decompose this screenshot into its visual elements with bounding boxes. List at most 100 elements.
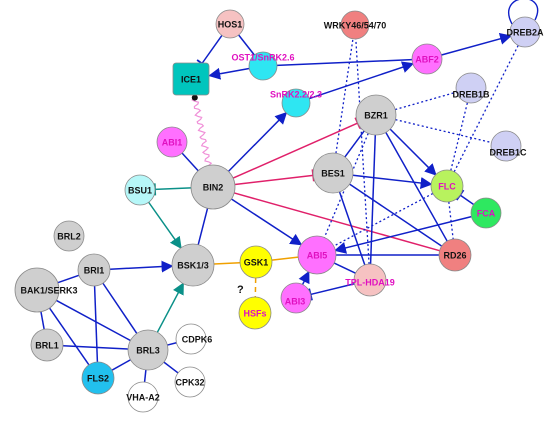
node-cpk32-label: CPK32 <box>175 378 204 388</box>
edge-fls2-to-brl3 <box>111 359 131 371</box>
node-bin2-shape <box>190 164 236 210</box>
node-bes1-shape <box>312 152 354 194</box>
node-cpk32: CPK32 <box>174 366 206 398</box>
edge-bes1-to-bzr1 <box>344 130 365 158</box>
node-bsk: BSK1/3 <box>171 243 215 287</box>
node-abf2-shape <box>411 43 443 75</box>
edge-abf2-to-dreb2a <box>441 32 512 56</box>
edge-bri1-to-fls2 <box>93 285 99 363</box>
node-brl3: BRL3 <box>127 329 169 371</box>
node-vha-label: VHA-A2 <box>126 393 160 403</box>
edge-bin2-to-rd26 <box>233 192 440 252</box>
edge-flc-to-dreb2a <box>453 45 519 173</box>
node-cdpk6-label: CDPK6 <box>182 335 213 345</box>
node-fls2: FLS2 <box>81 361 115 395</box>
node-fca-label: FCA <box>477 209 496 219</box>
node-abi1-label: ABI1 <box>162 138 183 148</box>
node-bak1-label: BAK1/SERK3 <box>20 286 77 296</box>
node-flc-label: FLC <box>438 182 456 192</box>
node-cpk32-shape <box>174 366 206 398</box>
node-ice1-label: ICE1 <box>181 75 201 85</box>
edge-bzr1-to-flc <box>389 128 437 176</box>
edge-bes1-to-flc <box>352 174 433 189</box>
node-flc-shape <box>430 169 464 203</box>
node-bri1-label: BRI1 <box>84 266 105 276</box>
node-dreb1c: DREB1C <box>489 130 527 162</box>
node-bin2: BIN2 <box>190 164 236 210</box>
node-cdpk6: CDPK6 <box>175 323 213 355</box>
edge-bin2-to-bes1 <box>234 174 314 186</box>
node-snrk-shape <box>281 88 311 118</box>
edge-ost1-to-ice1 <box>208 67 250 80</box>
node-flc: FLC <box>430 169 464 203</box>
edge-brl3-to-bsk <box>156 282 184 333</box>
node-ice1-shape <box>172 62 210 96</box>
edge-fca-to-abi5 <box>333 215 472 254</box>
edge-bin2-to-bsu1 <box>154 187 192 191</box>
node-hos1-label: HOS1 <box>218 20 243 30</box>
node-hos1-shape <box>215 9 245 39</box>
edge-snrk-to-abf2 <box>309 61 415 100</box>
node-bzr1-shape <box>355 94 397 136</box>
node-abi3-label: ABI3 <box>285 297 306 307</box>
edge-bzr1-to-tpl <box>369 134 377 265</box>
node-dreb2a: DREB2A <box>506 16 544 48</box>
node-vha-shape <box>127 381 159 413</box>
node-bes1: BES1 <box>312 152 354 194</box>
node-bak1-shape <box>14 267 60 313</box>
edge-bzr1-to-abi5 <box>323 133 369 238</box>
edge-brl3-to-vha <box>143 369 147 383</box>
node-brl1-label: BRL1 <box>35 341 59 351</box>
node-bsu1-label: BSU1 <box>128 186 152 196</box>
edge-bin2-to-abi5 <box>231 198 303 246</box>
edge-bak1-to-brl3 <box>55 299 131 342</box>
edge-bsu1-to-bsk <box>148 201 182 250</box>
node-tpl-shape <box>353 263 387 297</box>
node-abf2: ABF2 <box>411 43 443 75</box>
node-ost1: OST1/SnRK2.6 <box>231 51 295 81</box>
edge-bin2-to-snrk <box>227 111 288 172</box>
node-rd26-label: RD26 <box>443 251 466 261</box>
edge-hos1-to-ice1 <box>201 34 223 64</box>
unknown-link-question-mark: ? <box>237 284 244 296</box>
edge-bzr1-to-dreb1c <box>395 119 492 144</box>
node-rd26: RD26 <box>438 238 472 272</box>
node-abi1: ABI1 <box>156 126 188 158</box>
node-ice1: ICE1 <box>172 62 210 96</box>
edge-bin2-to-bzr1 <box>232 122 359 179</box>
edge-flc-to-dreb1b <box>450 102 469 171</box>
node-wrky-shape <box>340 10 370 40</box>
node-rd26-shape <box>438 238 472 272</box>
node-abi5: ABI5 <box>297 235 337 275</box>
node-bsk-label: BSK1/3 <box>177 261 209 271</box>
edge-fca-to-flc <box>459 194 475 206</box>
node-gsk1: GSK1 <box>239 245 273 279</box>
node-snrk-label: SnRK2.2/2.3 <box>270 90 322 100</box>
node-dreb2a-shape <box>509 16 541 48</box>
node-abi5-label: ABI5 <box>307 251 328 261</box>
node-dreb1b: DREB1B <box>452 72 490 104</box>
edge-abi3-to-abi5 <box>298 270 310 285</box>
edge-ost1-to-abf2 <box>276 58 413 67</box>
node-brl2-shape <box>53 220 85 252</box>
node-fls2-shape <box>81 361 115 395</box>
edge-bak1-to-fls2 <box>48 307 90 366</box>
edge-abi1-to-bin2 <box>181 152 199 172</box>
node-bsu1: BSU1 <box>124 174 156 206</box>
edge-gsk1-to-abi5 <box>271 256 299 261</box>
node-bzr1-label: BZR1 <box>364 111 388 121</box>
edge-bes1-to-wrky <box>335 38 354 154</box>
node-cdpk6-shape <box>175 323 207 355</box>
node-abi3-shape <box>280 282 312 314</box>
node-dreb1b-label: DREB1B <box>452 90 490 100</box>
node-dreb2a-label: DREB2A <box>506 28 544 38</box>
edge-brl3-to-cdpk6 <box>167 341 177 346</box>
edge-brl1-to-brl3 <box>62 345 129 350</box>
node-abf2-label: ABF2 <box>415 55 439 65</box>
edge-gsk1-to-bsk <box>213 262 241 265</box>
node-brl2: BRL2 <box>53 220 85 252</box>
node-abi5-shape <box>297 235 337 275</box>
node-snrk: SnRK2.2/2.3 <box>270 88 322 118</box>
